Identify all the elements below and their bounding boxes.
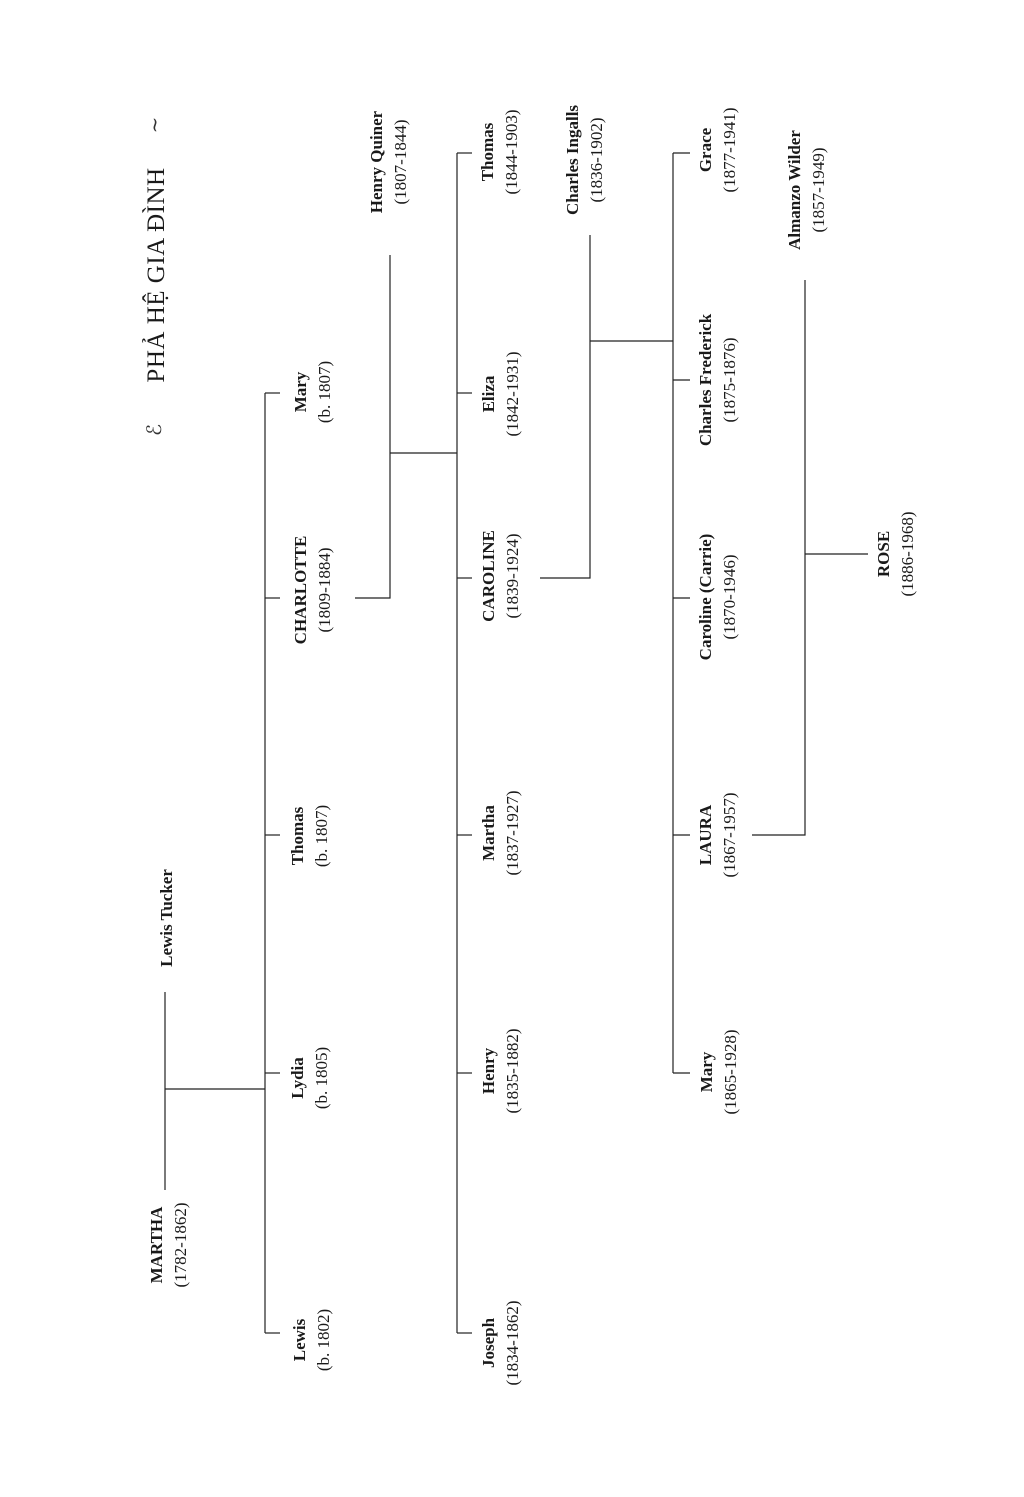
person-martha: MARTHA (1782-1862) [147, 1203, 190, 1288]
person-name: Lewis Tucker [157, 869, 176, 967]
connector-lines [164, 152, 868, 1334]
person-years: (1875-1876) [720, 338, 739, 423]
person-thomas-1844: Thomas (1844-1903) [478, 110, 521, 195]
person-years: (1844-1903) [502, 110, 521, 195]
person-years: (b. 1802) [314, 1309, 333, 1371]
person-years: (1886-1968) [898, 512, 917, 597]
person-name: Mary [697, 1051, 716, 1092]
person-name: Eliza [479, 375, 498, 412]
person-eliza: Eliza (1842-1931) [479, 352, 522, 437]
person-name: Lewis [290, 1318, 309, 1361]
person-name: Grace [696, 127, 715, 172]
person-martha-1837: Martha (1837-1927) [479, 791, 522, 876]
person-name: CHARLOTTE [291, 536, 310, 645]
person-thomas-1807: Thomas (b. 1807) [288, 805, 331, 867]
page-title: PHẢ HỆ GIA ĐÌNH [142, 167, 170, 382]
person-name: Thomas [478, 122, 497, 181]
person-years: (b. 1807) [315, 361, 334, 423]
couple-line-charlotte-quiner [355, 255, 391, 599]
person-name: Mary [291, 371, 310, 412]
person-lewis: Lewis (b. 1802) [290, 1309, 333, 1371]
person-name: LAURA [696, 804, 715, 865]
person-name: MARTHA [147, 1206, 166, 1284]
person-name: Almanzo Wilder [785, 130, 804, 250]
person-lewis-tucker: Lewis Tucker [157, 869, 176, 967]
person-years: (1865-1928) [721, 1030, 740, 1115]
person-years: (1877-1941) [720, 108, 739, 193]
person-henry: Henry (1835-1882) [479, 1029, 522, 1114]
ornament-left-icon: ℰ [142, 424, 166, 436]
ornament-right-icon: ~ [142, 117, 166, 134]
person-years: (1870-1946) [720, 555, 739, 640]
couple-line-caroline-ingalls [540, 235, 591, 579]
person-name: Thomas [288, 806, 307, 865]
person-charles-ingalls: Charles Ingalls (1836-1902) [563, 105, 606, 215]
person-charlotte: CHARLOTTE (1809-1884) [291, 536, 334, 645]
person-years: (1807-1844) [391, 120, 410, 205]
person-henry-quiner: Henry Quiner (1807-1844) [367, 110, 410, 213]
person-name: Charles Frederick [696, 313, 715, 446]
person-name: Joseph [479, 1317, 498, 1368]
person-rose: ROSE (1886-1968) [874, 512, 917, 597]
person-name: Henry [479, 1047, 498, 1094]
person-caroline: CAROLINE (1839-1924) [479, 530, 522, 622]
person-name: Martha [479, 805, 498, 861]
person-labels: MARTHA (1782-1862) Lewis Tucker Lewis (b… [147, 105, 917, 1386]
person-mary-1807: Mary (b. 1807) [291, 361, 334, 423]
person-years: (1839-1924) [503, 534, 522, 619]
person-years: (1836-1902) [587, 118, 606, 203]
person-years: (1857-1949) [809, 148, 828, 233]
person-mary-1865: Mary (1865-1928) [697, 1030, 740, 1115]
person-name: Charles Ingalls [563, 105, 582, 215]
person-years: (1834-1862) [503, 1301, 522, 1386]
person-years: (1837-1927) [503, 791, 522, 876]
person-years: (1867-1957) [720, 793, 739, 878]
person-carrie: Caroline (Carrie) (1870-1946) [696, 534, 739, 661]
person-name: Lydia [288, 1057, 307, 1099]
person-name: Caroline (Carrie) [696, 534, 715, 661]
person-lydia: Lydia (b. 1805) [288, 1047, 331, 1109]
person-years: (b. 1807) [312, 805, 331, 867]
person-years: (1782-1862) [171, 1203, 190, 1288]
person-grace: Grace (1877-1941) [696, 108, 739, 193]
person-laura: LAURA (1867-1957) [696, 793, 739, 878]
person-joseph: Joseph (1834-1862) [479, 1301, 522, 1386]
person-name: Henry Quiner [367, 110, 386, 213]
couple-line-laura-almanzo [752, 280, 806, 836]
person-almanzo: Almanzo Wilder (1857-1949) [785, 130, 828, 250]
person-name: CAROLINE [479, 530, 498, 622]
person-charles-frederick: Charles Frederick (1875-1876) [696, 313, 739, 446]
title-group: ℰ PHẢ HỆ GIA ĐÌNH ~ [142, 117, 170, 436]
person-name: ROSE [874, 531, 893, 577]
person-years: (b. 1805) [312, 1047, 331, 1109]
person-years: (1809-1884) [315, 548, 334, 633]
person-years: (1842-1931) [503, 352, 522, 437]
person-years: (1835-1882) [503, 1029, 522, 1114]
